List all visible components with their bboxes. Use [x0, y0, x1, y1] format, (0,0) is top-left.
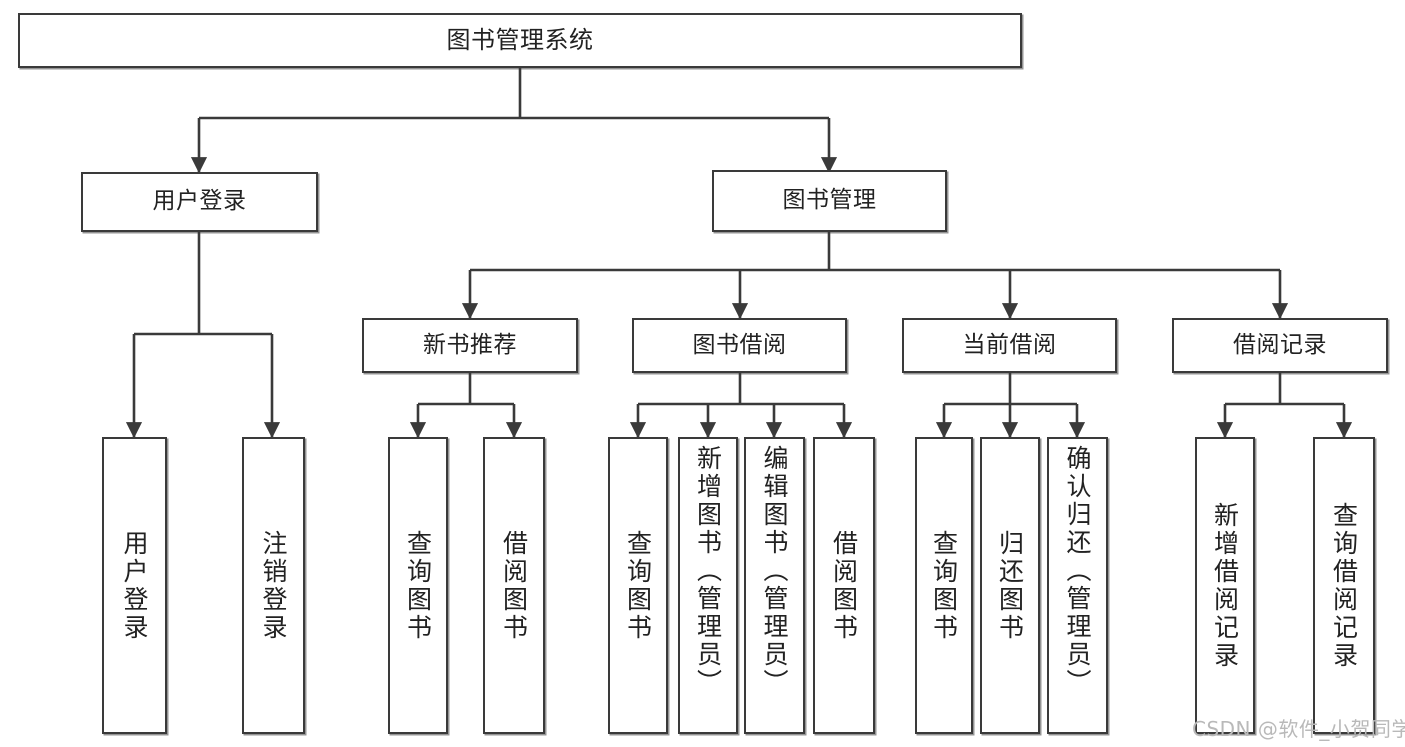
leaf-return-book[interactable]: 归还图书 — [980, 437, 1040, 734]
leaf-query-borrow-record[interactable]: 查询借阅记录 — [1313, 437, 1375, 734]
node-root[interactable]: 图书管理系统 — [18, 13, 1022, 68]
leaf-borrow-book[interactable]: 借阅图书 — [813, 437, 875, 734]
node-label: 查询图书 — [929, 529, 959, 642]
node-label: 用户登录 — [120, 529, 149, 642]
node-label: 图书借阅 — [692, 331, 787, 358]
node-user-login[interactable]: 用户登录 — [81, 172, 318, 232]
node-label: 新增借阅记录 — [1210, 501, 1240, 670]
node-label: 借阅图书 — [829, 529, 859, 642]
node-book-management[interactable]: 图书管理 — [712, 170, 947, 232]
node-label: 确认归还（管理员） — [1063, 445, 1092, 697]
leaf-add-borrow-record[interactable]: 新增借阅记录 — [1195, 437, 1255, 734]
watermark: CSDN @软件_小贺同学 — [1192, 717, 1405, 741]
leaf-logout[interactable]: 注销登录 — [242, 437, 305, 734]
leaf-query-book-recommend[interactable]: 查询图书 — [388, 437, 448, 734]
node-label: 图书管理系统 — [446, 26, 594, 55]
node-current-borrow[interactable]: 当前借阅 — [902, 318, 1117, 373]
node-new-book-recommend[interactable]: 新书推荐 — [362, 318, 578, 373]
node-label: 当前借阅 — [962, 331, 1057, 358]
leaf-confirm-return-admin[interactable]: 确认归还（管理员） — [1047, 437, 1108, 734]
node-label: 用户登录 — [152, 188, 247, 215]
node-label: 注销登录 — [259, 529, 288, 642]
leaf-add-book-admin[interactable]: 新增图书（管理员） — [678, 437, 738, 734]
leaf-query-book-borrow[interactable]: 查询图书 — [608, 437, 668, 734]
leaf-borrow-book-recommend[interactable]: 借阅图书 — [483, 437, 545, 734]
node-label: 查询图书 — [403, 529, 433, 642]
node-label: 借阅图书 — [499, 529, 529, 642]
node-label: 归还图书 — [995, 529, 1025, 642]
node-label: 新书推荐 — [423, 331, 517, 358]
node-label: 编辑图书（管理员） — [760, 445, 789, 697]
node-label: 借阅记录 — [1233, 331, 1327, 358]
leaf-query-book-current[interactable]: 查询图书 — [915, 437, 973, 734]
node-label: 新增图书（管理员） — [693, 445, 723, 697]
node-book-borrow[interactable]: 图书借阅 — [632, 318, 847, 373]
node-label: 查询图书 — [623, 529, 653, 642]
node-label: 查询借阅记录 — [1329, 501, 1359, 670]
node-label: 图书管理 — [782, 187, 877, 214]
leaf-user-login[interactable]: 用户登录 — [102, 437, 167, 734]
leaf-edit-book-admin[interactable]: 编辑图书（管理员） — [744, 437, 805, 734]
node-borrow-records[interactable]: 借阅记录 — [1172, 318, 1388, 373]
